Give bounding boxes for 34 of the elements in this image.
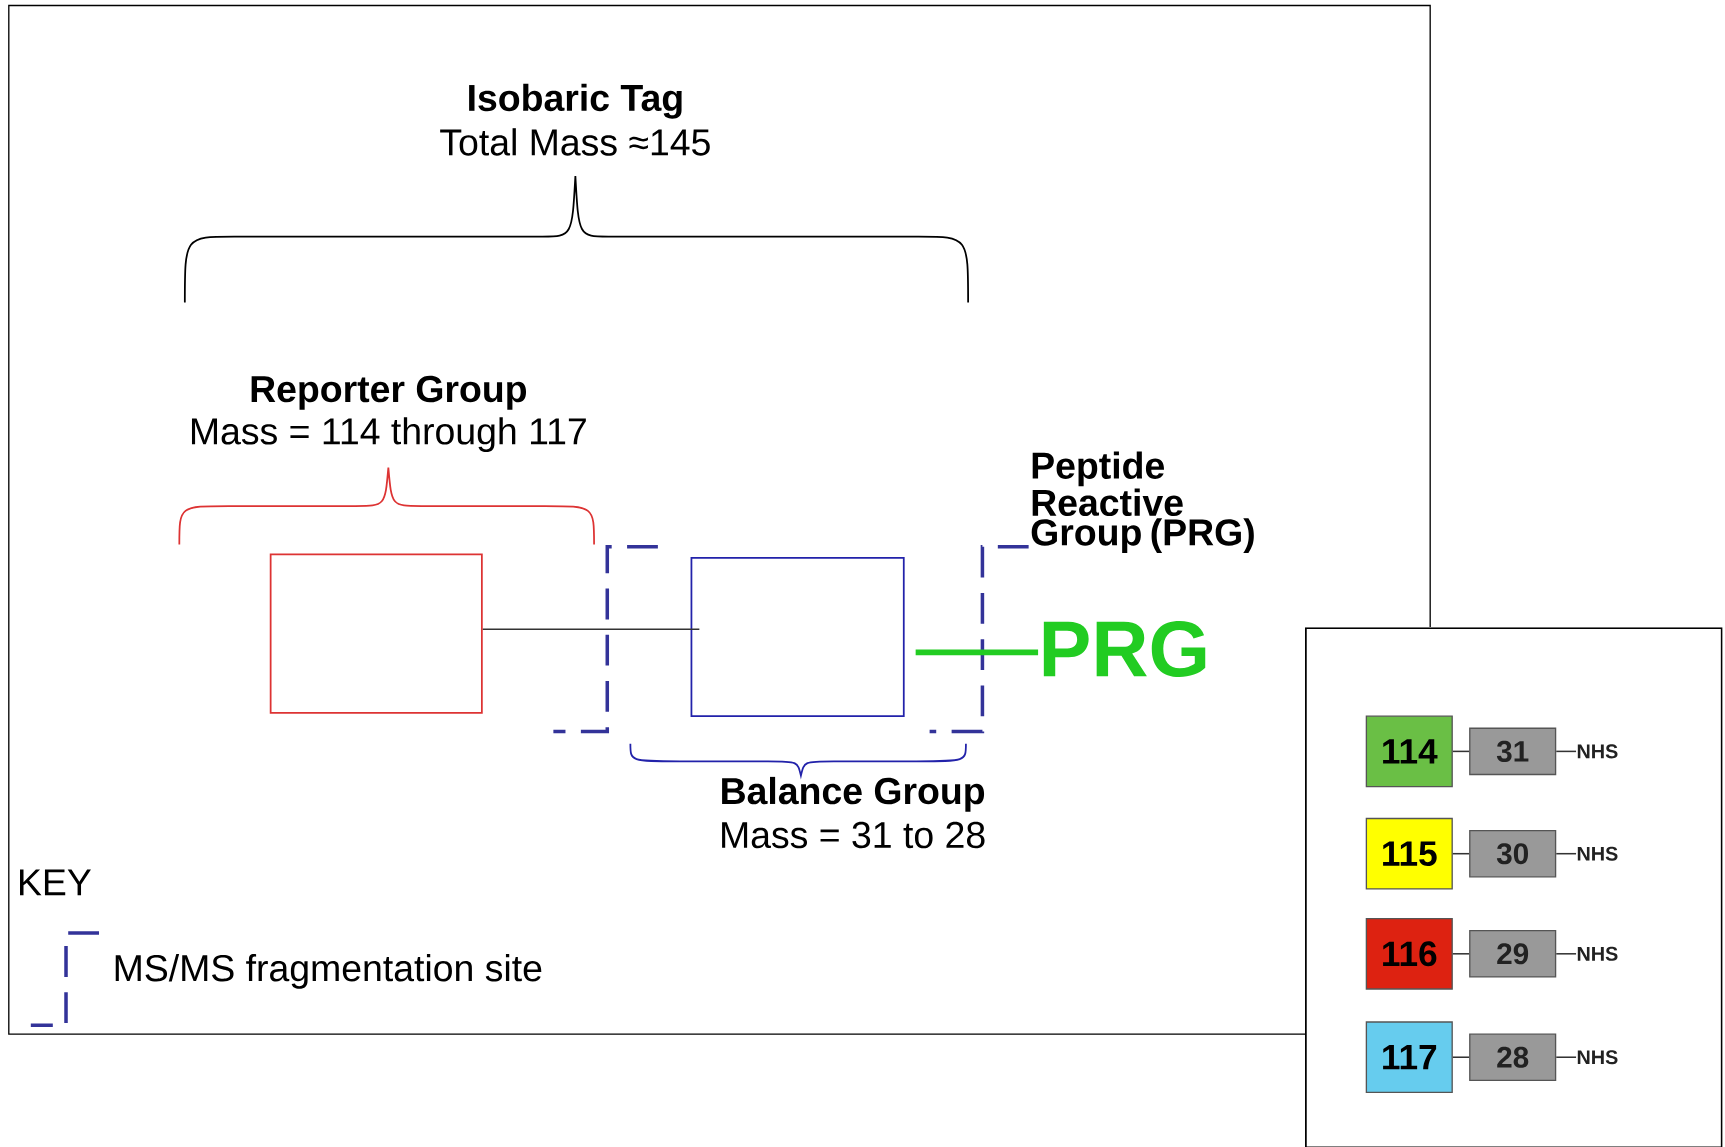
connector-line — [1555, 852, 1577, 855]
reporter-tag-box: 115 — [1365, 817, 1453, 890]
key-text: MS/MS fragmentation site — [115, 953, 542, 989]
mass-text: Mass = 31 to 28 — [722, 821, 985, 849]
nhs-text: NHS — [1577, 946, 1618, 961]
heading-text: Balance Group — [722, 776, 985, 812]
reporter-tag-box: 117 — [1365, 1021, 1453, 1093]
nhs-text: NHS — [1577, 1050, 1618, 1065]
nhs-text: NHS — [1577, 846, 1618, 861]
reporter-box — [269, 553, 483, 714]
mass-text: Total Mass ≈145 — [440, 128, 710, 156]
reporter-tag-box: 116 — [1365, 917, 1453, 990]
connector-line — [1452, 750, 1470, 752]
reporter-tag-box: 114 — [1365, 715, 1453, 788]
connector-line — [1452, 852, 1470, 855]
balance-tag-box: 31 — [1469, 727, 1557, 775]
connector-line — [1452, 1056, 1470, 1058]
balance-box — [690, 556, 905, 717]
heading-text: Peptide Reactive Group (PRG) — [1031, 451, 1254, 553]
heading-text: Isobaric Tag — [469, 83, 682, 119]
connector-line — [1555, 952, 1577, 955]
connector-line — [1555, 750, 1577, 752]
balance-tag-box: 30 — [1469, 829, 1557, 878]
connector-line — [915, 649, 1039, 656]
prg-text: PRG — [1043, 620, 1206, 677]
connector-line — [1555, 1056, 1577, 1058]
connector-line — [1452, 952, 1470, 955]
nhs-text: NHS — [1577, 744, 1618, 759]
mass-text: Mass = 114 through 117 — [191, 416, 586, 452]
key-heading: KEY — [20, 869, 91, 895]
balance-tag-box: 29 — [1469, 929, 1557, 978]
connector-line — [481, 628, 701, 630]
balance-tag-box: 28 — [1469, 1033, 1557, 1081]
heading-text: Reporter Group — [251, 375, 527, 410]
